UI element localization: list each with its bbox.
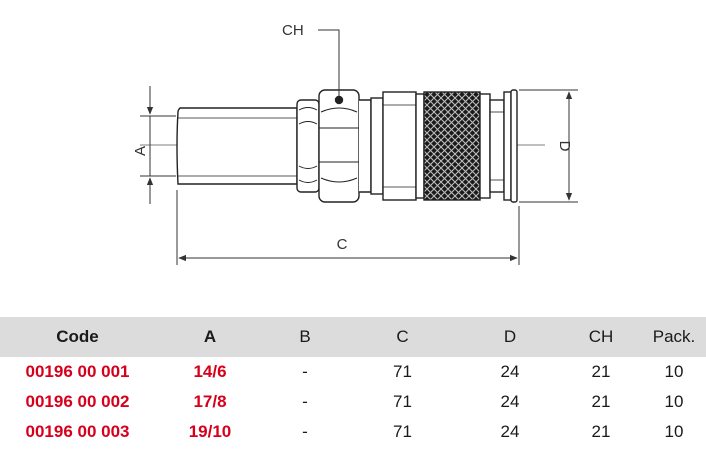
hose-tail	[176, 107, 298, 185]
cell-ch: 21	[591, 362, 611, 381]
cell-code: 00196 00 002	[25, 392, 130, 411]
hex-nut	[296, 89, 372, 203]
cell-pack: 10	[664, 422, 684, 441]
c-dimension	[176, 190, 520, 265]
cell-code: 00196 00 001	[25, 362, 130, 381]
cell-a: 14/6	[193, 362, 227, 381]
cell-pack: 10	[664, 362, 684, 381]
specification-table: Code A B C D CH Pack. 00196 00 001 14/6 …	[0, 317, 706, 447]
cell-pack: 10	[664, 392, 684, 411]
coupling-body	[370, 89, 518, 203]
cell-a: 17/8	[193, 392, 227, 411]
ch-leader	[318, 29, 340, 96]
d-dimension	[519, 89, 578, 203]
cell-b: -	[302, 422, 308, 441]
cell-b: -	[302, 362, 308, 381]
cell-c: 71	[393, 362, 412, 381]
cell-d: 24	[500, 392, 520, 411]
cell-c: 71	[393, 422, 412, 441]
cell-code: 00196 00 003	[25, 422, 130, 441]
cell-c: 71	[393, 392, 412, 411]
cell-a: 19/10	[188, 422, 232, 441]
cell-d: 24	[500, 362, 520, 381]
cell-ch: 21	[591, 422, 611, 441]
header-code: Code	[0, 317, 155, 357]
ch-label: CH	[282, 22, 304, 39]
table-header-row: Code A B C D CH Pack.	[0, 317, 706, 357]
header-c: C	[345, 317, 460, 357]
a-dimension	[140, 86, 176, 204]
header-a: A	[155, 317, 265, 357]
header-b: B	[265, 317, 345, 357]
cell-ch: 21	[591, 392, 611, 411]
table-row: 00196 00 002 17/8 - 71 24 21 10	[0, 387, 706, 417]
table-row: 00196 00 003 19/10 - 71 24 21 10	[0, 417, 706, 447]
cell-b: -	[302, 392, 308, 411]
header-pack: Pack.	[642, 317, 706, 357]
cell-d: 24	[500, 422, 520, 441]
d-label: D	[556, 141, 573, 152]
header-d: D	[460, 317, 560, 357]
a-label: A	[132, 146, 149, 156]
technical-drawing: CH A D C	[132, 22, 578, 265]
header-ch: CH	[560, 317, 642, 357]
table-row: 00196 00 001 14/6 - 71 24 21 10	[0, 357, 706, 387]
c-label: C	[337, 236, 348, 253]
